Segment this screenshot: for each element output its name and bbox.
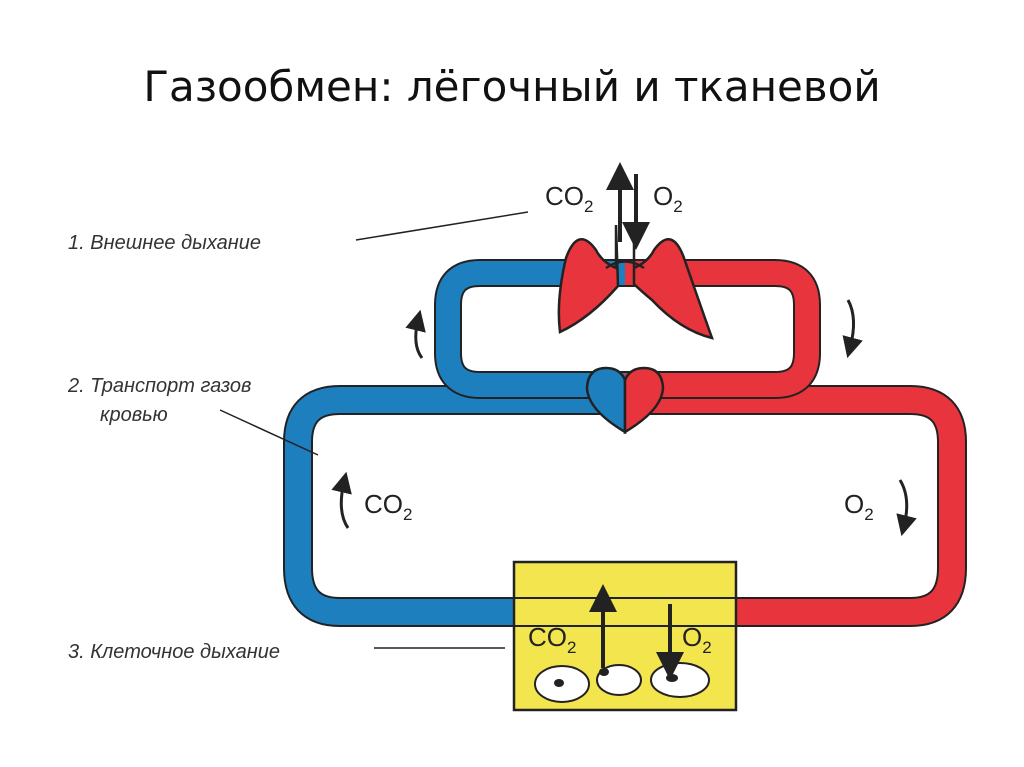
- systemic-venous-vessel: [285, 387, 625, 625]
- leader-line-transport: [219, 409, 319, 456]
- label-cellular-respiration: 3. Клеточное дыхание: [68, 641, 280, 663]
- pulmonary-circulation: [434, 259, 821, 399]
- pulmonary-down-arrow: [842, 299, 863, 359]
- tissue-block: [512, 560, 738, 712]
- label-gas-transport-line2: кровью: [100, 404, 168, 426]
- arterial-o2-label: O2: [844, 489, 874, 524]
- systemic-up-arrow: [331, 471, 352, 529]
- pulmonary-venous-vessel: [436, 261, 625, 397]
- lungs-icon: [557, 224, 714, 340]
- tissue-o2-label: O2: [682, 622, 712, 657]
- slide-title: Газообмен: лёгочный и тканевой: [143, 62, 881, 111]
- tissue-gas-exchange: CO2 O2: [528, 584, 712, 680]
- pulmonary-arterial-vessel: [625, 261, 819, 397]
- label-gas-transport: 2. Транспорт газов: [67, 375, 251, 397]
- leader-line-external: [355, 211, 529, 241]
- venous-co2-label: CO2: [364, 489, 412, 524]
- lung-gas-exchange: CO2 O2: [545, 162, 683, 250]
- systemic-arterial-vessel: [625, 387, 965, 625]
- pulmonary-loop-outline: [434, 259, 821, 399]
- lung-o2-label: O2: [653, 181, 683, 216]
- tissue-cell: [650, 662, 710, 698]
- flow-direction-arrows: [331, 299, 917, 537]
- tissue-co2-label: CO2: [528, 622, 576, 657]
- lung-co2-label: CO2: [545, 181, 593, 216]
- label-external-respiration: 1. Внешнее дыхание: [68, 232, 261, 254]
- systemic-down-arrow: [896, 479, 917, 537]
- pulmonary-up-arrow: [405, 309, 426, 359]
- heart-icon: [585, 366, 665, 435]
